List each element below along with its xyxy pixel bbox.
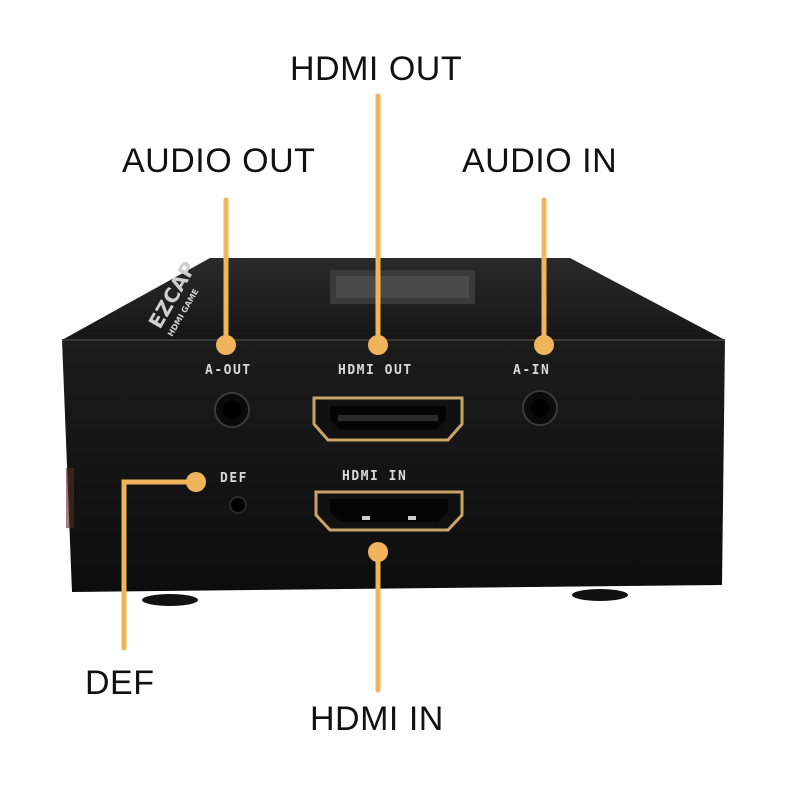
dot-hdmi-in [368,542,388,562]
foot-right [572,589,628,601]
audio-out-jack[interactable] [214,392,250,428]
foot-left [142,594,198,606]
def-button[interactable] [229,496,247,514]
dot-hdmi-out [368,335,388,355]
callout-hdmi-out: HDMI OUT [290,50,463,88]
hdmi-out-port[interactable] [312,396,464,442]
callout-def: DEF [85,664,155,702]
callout-audio-in: AUDIO IN [462,142,618,180]
leader-lines [121,93,547,693]
panel-label-hdmi-out: HDMI OUT [338,363,413,378]
panel-label-def: DEF [220,471,248,486]
side-edge [66,468,74,528]
dot-audio-in [534,335,554,355]
callout-audio-out: AUDIO OUT [122,142,316,180]
panel-label-a-out: A-OUT [205,363,252,378]
dot-audio-out [216,335,236,355]
panel-label-hdmi-in: HDMI IN [342,469,407,484]
panel-label-a-in: A-IN [513,363,550,378]
leader-dots [186,335,554,562]
callout-hdmi-in: HDMI IN [310,700,444,738]
hdmi-in-port[interactable] [314,490,464,532]
audio-in-jack[interactable] [522,390,558,426]
dot-def [186,472,206,492]
leader-def [121,479,199,651]
top-window-inner [336,276,469,298]
